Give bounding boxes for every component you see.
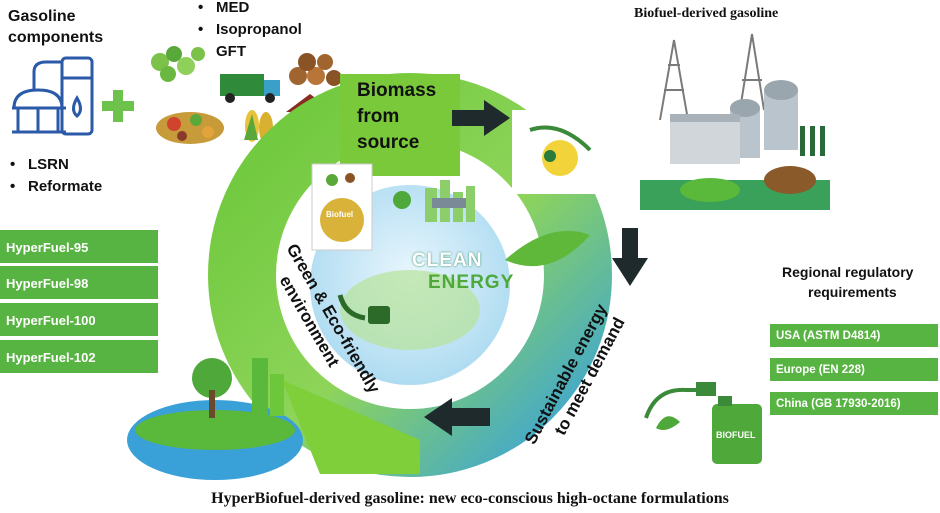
sun-icon (393, 191, 411, 209)
regulatory-title: Regional regulatory requirements (782, 262, 913, 302)
biofuel-can-illustration (644, 382, 762, 464)
building-icon (670, 114, 740, 164)
truck-icon (220, 74, 280, 103)
arrow-right-icon (452, 100, 510, 136)
arrow-down-icon (612, 228, 648, 286)
biofuel-can-label: BIOFUEL (716, 430, 756, 440)
product-hyperfuel-98: HyperFuel-98 (0, 266, 158, 301)
food-waste-icon (156, 112, 224, 144)
biofuel-gasoline-title: Biofuel-derived gasoline (634, 6, 779, 21)
fuel-nozzle-icon (696, 382, 716, 396)
clean-energy-label: CLEAN ENERGY (412, 250, 514, 294)
fuel-hose-icon (644, 387, 698, 419)
cycle-diagram (127, 73, 648, 480)
biofuel-plant-illustration (640, 33, 830, 210)
leaf-small-icon (656, 416, 680, 430)
regulatory-line-1: Regional regulatory (782, 264, 914, 280)
plus-icon (102, 90, 134, 122)
figure-caption: HyperBiofuel-derived gasoline: new eco-c… (211, 490, 729, 507)
regulation-europe: Europe (EN 228) (770, 358, 938, 383)
biofuel-sack-tile (311, 163, 373, 251)
product-hyperfuel-102: HyperFuel-102 (0, 340, 158, 375)
bullet-gft: GFT (198, 41, 302, 63)
biomass-box (340, 74, 460, 176)
bullet-lsrn: LSRN (10, 154, 102, 176)
algae-cluster-icon (151, 46, 205, 82)
eco-city-illustration (127, 358, 303, 480)
leaf-icon (505, 230, 590, 267)
factory-icon (432, 198, 466, 208)
clean-line: CLEAN (412, 250, 483, 271)
left-bullet-list: LSRN Reformate (10, 154, 102, 198)
regulation-usa: USA (ASTM D4814) (770, 324, 938, 349)
regulation-china: China (GB 17930-2016) (770, 392, 938, 417)
fuel-can-icon (712, 404, 762, 464)
refinery-icon (12, 56, 94, 136)
plug-icon (368, 306, 390, 324)
biomass-label: Biomass from source (357, 78, 436, 156)
logs-icon (289, 53, 342, 86)
gasoline-components-title: Gasoline components (8, 6, 103, 48)
bullet-isopropanol: Isopropanol (198, 19, 302, 41)
power-tower-icon (659, 33, 765, 121)
biomass-line-2: from (357, 106, 400, 127)
product-hyperfuel-100: HyperFuel-100 (0, 303, 158, 338)
energy-line: ENERGY (428, 272, 515, 293)
biofuel-sack-label: Biofuel (326, 210, 354, 219)
title-line-1: Gasoline (8, 8, 76, 25)
regulatory-line-2: requirements (808, 284, 897, 300)
arrow-left-icon (424, 398, 490, 436)
bullet-reformate: Reformate (10, 176, 102, 198)
biomass-line-1: Biomass (357, 80, 437, 101)
product-hyperfuel-95: HyperFuel-95 (0, 230, 158, 265)
silo-icon (730, 80, 798, 158)
top-bullet-list: MED Isopropanol GFT (198, 0, 302, 63)
biofuel-plant-tile (512, 110, 598, 194)
biomass-line-3: source (357, 132, 420, 153)
title-line-2: components (8, 29, 104, 46)
bullet-med: MED (198, 0, 302, 19)
